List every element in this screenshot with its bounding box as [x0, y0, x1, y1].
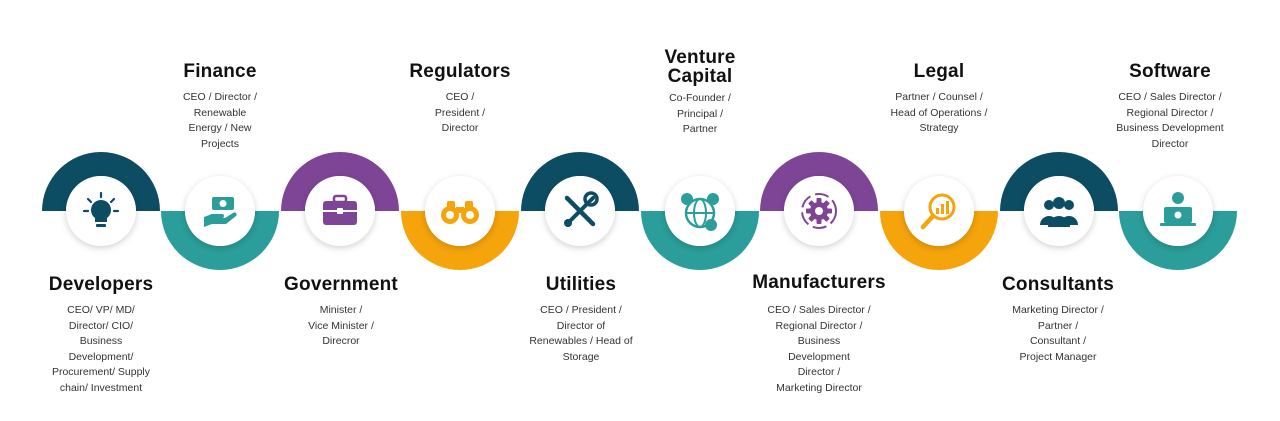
band-segment-venture: [641, 211, 759, 270]
band-segment-legal: [880, 211, 998, 270]
binoculars-icon: [441, 201, 479, 224]
label-regulators: Regulators CEO / President / Director: [409, 62, 510, 137]
title-regulators: Regulators: [409, 61, 511, 82]
label-utilities: Utilities CEO / President / Director of …: [529, 275, 632, 365]
title-government: Government: [284, 274, 398, 295]
subtitle-venture-capital: Capital: [667, 66, 733, 87]
circle-venture-capital: [665, 176, 735, 246]
roles-consultants: Marketing Director / Partner / Consultan…: [1012, 304, 1104, 363]
roles-government: Minister / Vice Minister / Direcror: [308, 304, 374, 347]
title-manufacturers: Manufacturers: [752, 272, 886, 293]
globe-currency-icon: [681, 193, 719, 231]
band-segment-software: [1119, 211, 1237, 270]
hand-money-icon: [204, 197, 237, 227]
circle-legal: [904, 176, 974, 246]
roles-developers: CEO/ VP/ MD/ Director/ CIO/ Business Dev…: [51, 304, 151, 394]
band-segment-consultants: [1000, 152, 1118, 211]
band-segment-manufacturers: [760, 152, 878, 211]
circle-finance: [185, 176, 255, 246]
briefcase-icon: [323, 194, 357, 225]
roles-legal: Partner / Counsel / Head of Operations /…: [890, 91, 988, 134]
lightbulb-icon: [82, 191, 120, 227]
label-legal: Legal Partner / Counsel / Head of Operat…: [891, 62, 988, 137]
roles-utilities: CEO / President / Director of Renewables…: [529, 304, 633, 363]
roles-manufacturers: CEO / Sales Director / Regional Director…: [767, 304, 871, 394]
band-segment-finance: [161, 211, 279, 270]
tools-icon: [564, 191, 599, 227]
gear-cycle-icon: [801, 193, 837, 229]
band-segment-developers: [42, 152, 160, 211]
circle-software: [1143, 176, 1213, 246]
label-manufacturers: Manufacturers CEO / Sales Director / Reg…: [752, 273, 886, 396]
circle-regulators: [425, 176, 495, 246]
band-segment-utilities: [521, 152, 639, 211]
label-consultants: Consultants Marketing Director / Partner…: [1002, 275, 1114, 365]
circle-manufacturers: [784, 176, 854, 246]
title-utilities: Utilities: [545, 274, 617, 295]
label-developers: Developers CEO/ VP/ MD/ Director/ CIO/ B…: [49, 275, 153, 396]
magnifier-chart-icon: [920, 193, 956, 230]
circle-consultants: [1024, 176, 1094, 246]
circle-utilities: [545, 176, 615, 246]
label-finance: Finance CEO / Director / Renewable Energ…: [183, 62, 257, 152]
title-software: Software: [1129, 61, 1211, 82]
title-legal: Legal: [913, 61, 965, 82]
roles-regulators: CEO / President / Director: [434, 91, 486, 134]
people-group-icon: [1040, 197, 1078, 227]
laptop-user-icon: [1160, 192, 1196, 226]
title-developers: Developers: [48, 274, 154, 295]
label-software: Software CEO / Sales Director / Regional…: [1116, 62, 1223, 152]
roles-finance: CEO / Director / Renewable Energy / New …: [182, 91, 258, 150]
title-finance: Finance: [183, 61, 257, 82]
title-venture-capital: Venture: [664, 47, 736, 68]
band-segment-government: [281, 152, 399, 211]
band-segment-regulators: [401, 211, 519, 270]
label-venture-capital: Venture Capital Co-Founder / Principal /…: [664, 48, 735, 138]
title-consultants: Consultants: [1002, 274, 1114, 295]
circle-government: [305, 176, 375, 246]
label-government: Government Minister / Vice Minister / Di…: [284, 275, 398, 350]
roles-software: CEO / Sales Director / Regional Director…: [1116, 91, 1224, 150]
circle-developers: [66, 176, 136, 246]
roles-venture-capital: Co-Founder / Principal / Partner: [669, 92, 731, 135]
